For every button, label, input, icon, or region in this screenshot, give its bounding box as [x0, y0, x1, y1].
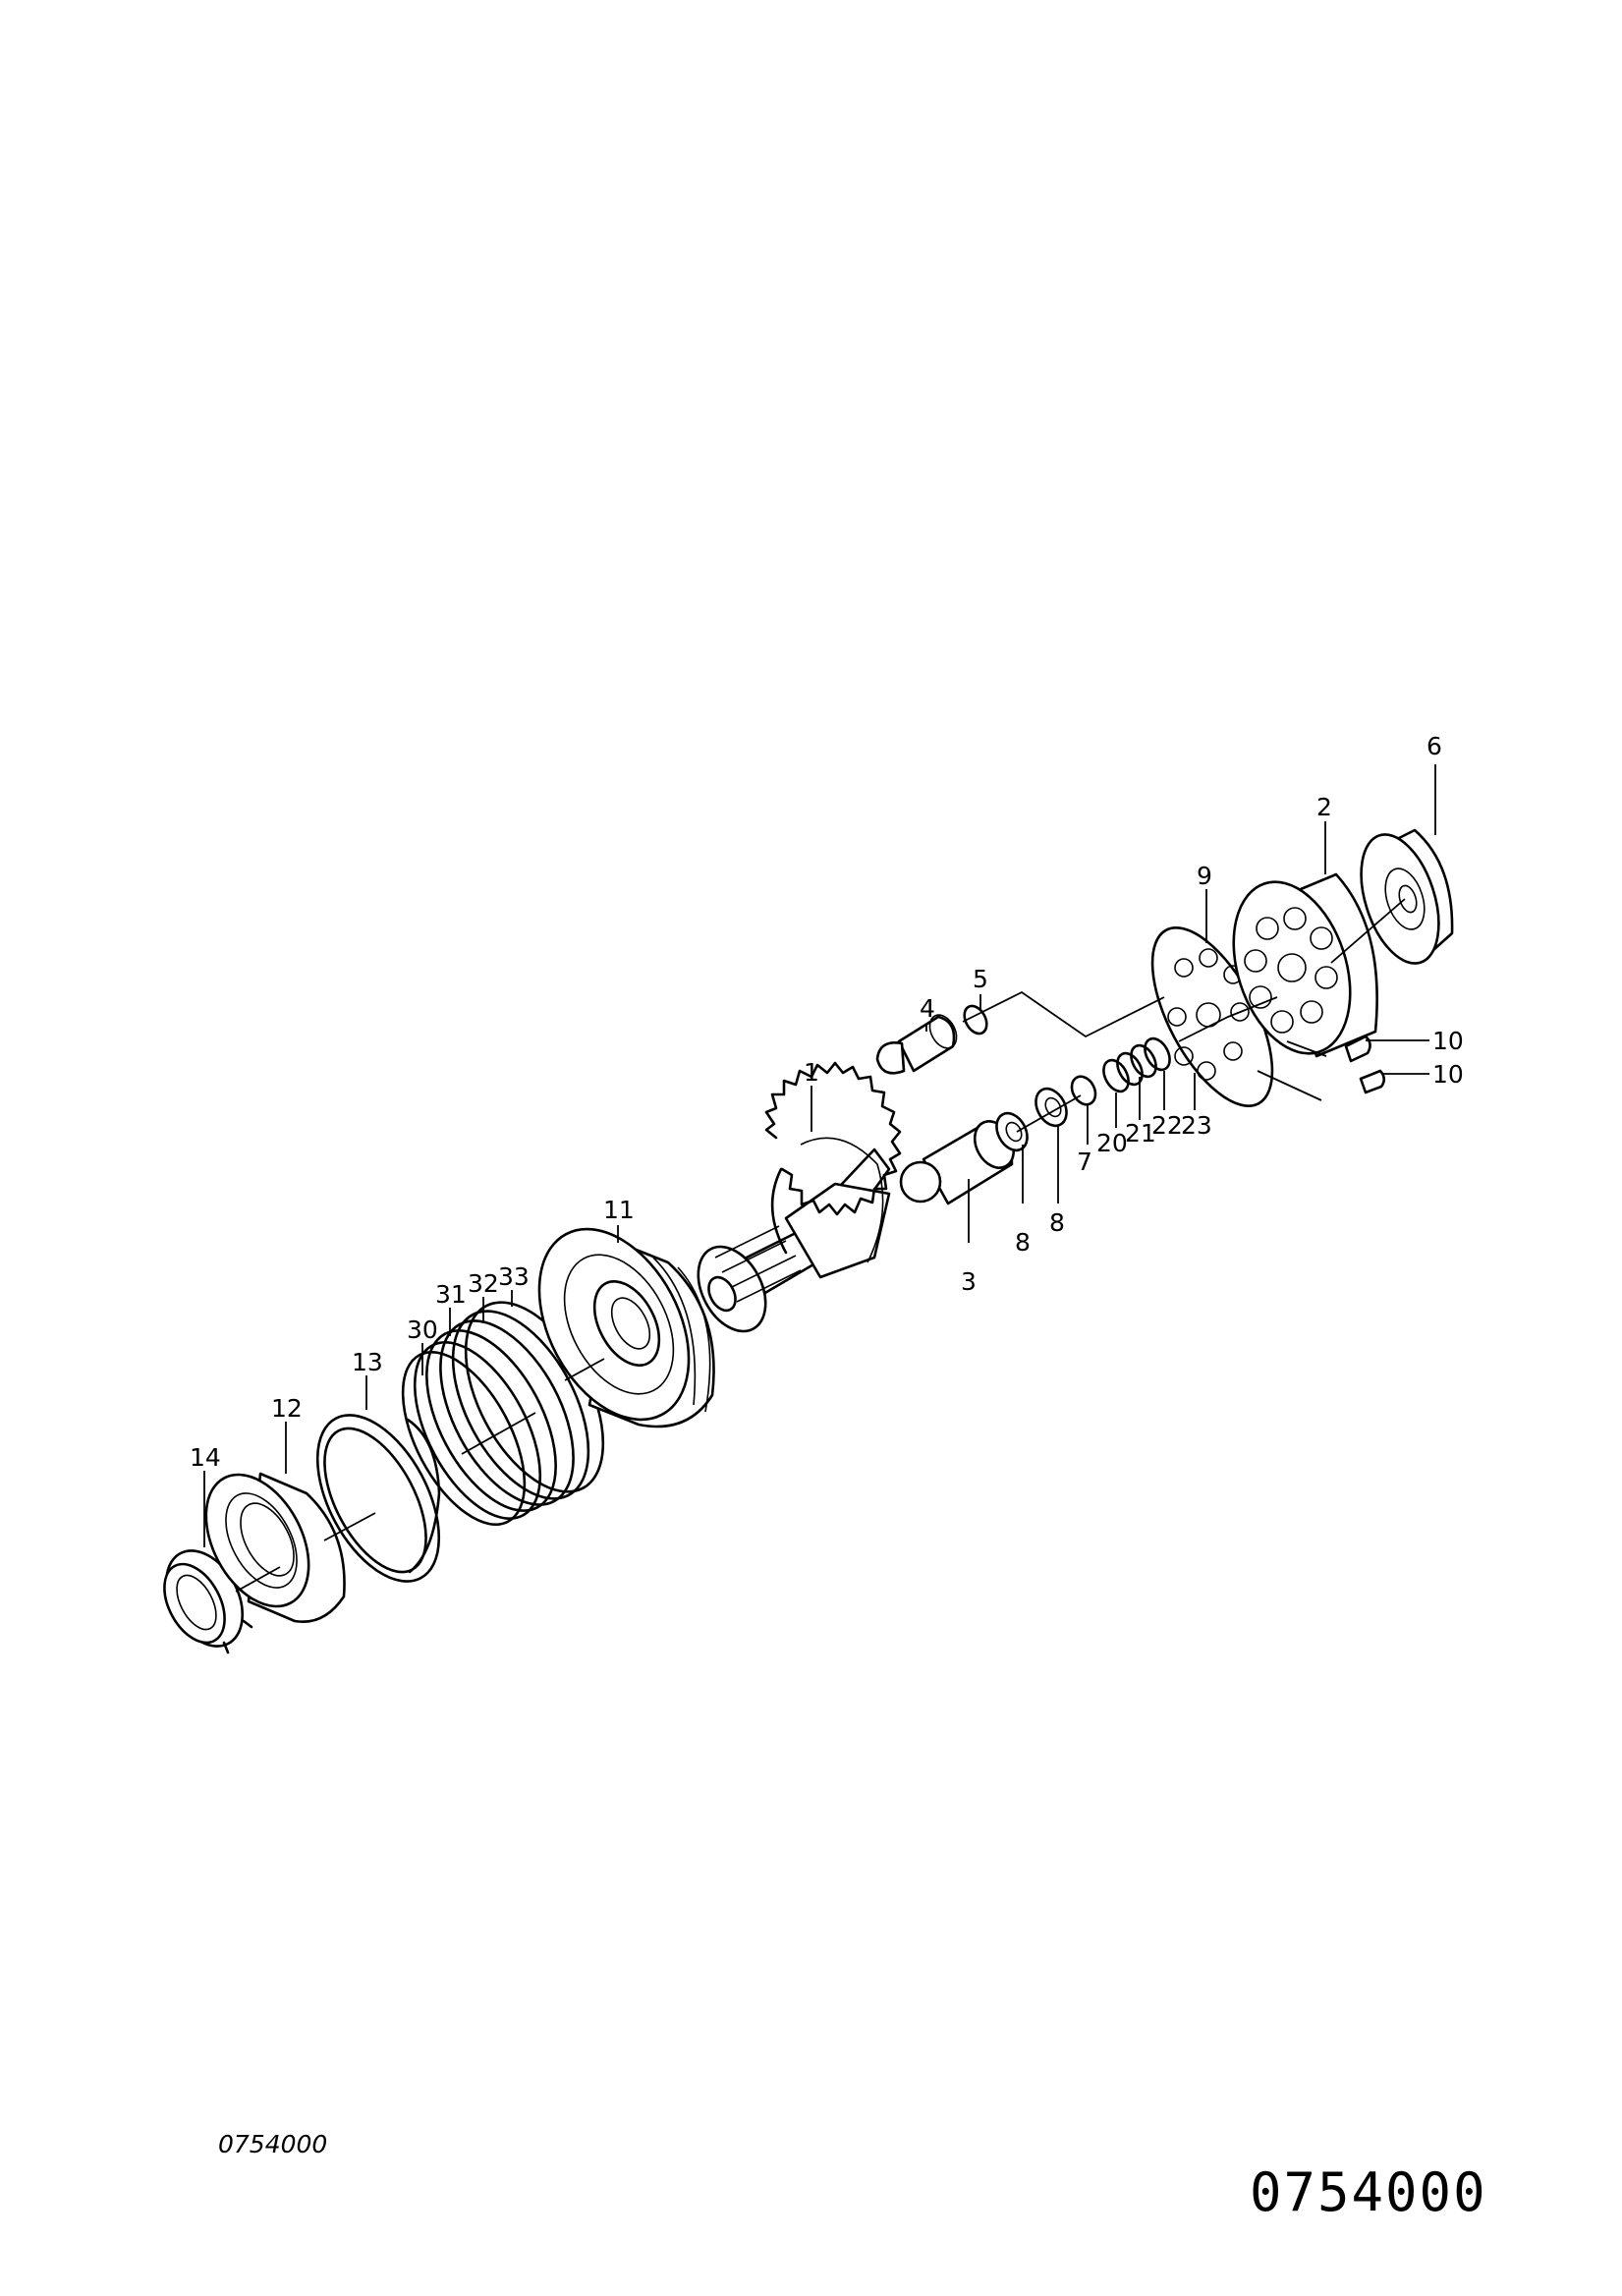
axis-line-right	[962, 898, 1406, 1133]
label-part-6: 6	[1426, 732, 1442, 760]
label-part-8-a: 8	[1049, 1208, 1065, 1237]
label-part-1: 1	[804, 1058, 819, 1087]
label-part-31: 31	[435, 1280, 467, 1309]
label-part-10-b: 10	[1432, 1060, 1464, 1089]
part-2-cylinder-block	[1232, 872, 1378, 1058]
label-part-32: 32	[468, 1269, 499, 1298]
callout-labels: 6 2 9 5 4 10 10 1 23 22 21 20 7 8 8 3 11…	[190, 732, 1464, 1472]
label-part-21: 21	[1125, 1119, 1156, 1148]
label-part-22: 22	[1151, 1111, 1183, 1140]
part-8-shoes	[995, 1087, 1068, 1152]
label-part-20: 20	[1096, 1129, 1128, 1157]
part-13-ring	[315, 1414, 441, 1583]
drawing-id-large: 0754000	[1250, 2161, 1487, 2223]
part-1-gear-shaft	[697, 1061, 902, 1333]
drawing-id-small: 0754000	[218, 2130, 328, 2158]
part-10-bolts	[1344, 1035, 1386, 1094]
label-part-8-b: 8	[1015, 1228, 1031, 1257]
part-5-ring	[963, 1004, 988, 1036]
label-part-2: 2	[1316, 793, 1332, 821]
part-4-piston	[875, 1014, 958, 1075]
label-part-9: 9	[1197, 862, 1212, 890]
part-6-valve-plate	[1360, 828, 1454, 965]
label-part-7: 7	[1077, 1148, 1092, 1176]
callout-leaders	[203, 764, 1436, 1547]
part-12-bearing	[204, 1472, 346, 1624]
label-part-3: 3	[961, 1267, 977, 1296]
parts-20-23-springs	[1102, 1036, 1171, 1093]
label-part-14: 14	[190, 1443, 221, 1472]
part-7-spring-seat	[1070, 1075, 1097, 1106]
part-14-lock-nut	[163, 1541, 253, 1654]
gear-teeth	[764, 1061, 902, 1263]
label-part-5: 5	[973, 965, 988, 993]
axis-line-left	[235, 1358, 605, 1593]
label-part-10-a: 10	[1432, 1027, 1464, 1055]
label-part-12: 12	[271, 1394, 303, 1423]
part-11-housing	[537, 1227, 715, 1428]
label-part-11: 11	[603, 1196, 635, 1224]
label-part-13: 13	[352, 1348, 383, 1376]
label-part-30: 30	[407, 1316, 438, 1344]
label-part-23: 23	[1181, 1111, 1212, 1140]
label-part-4: 4	[920, 994, 935, 1023]
label-part-33: 33	[498, 1262, 530, 1291]
